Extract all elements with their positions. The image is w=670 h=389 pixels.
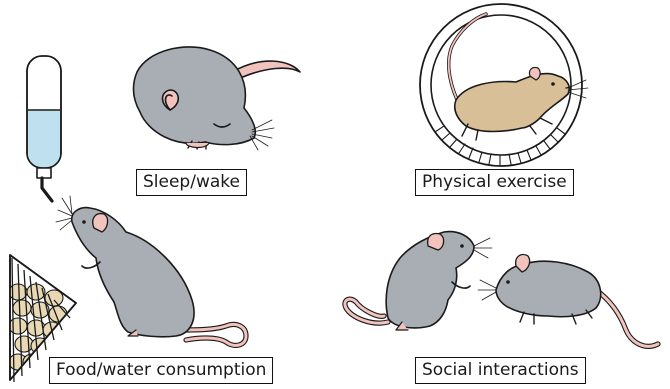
sleep-wake-label: Sleep/wake — [136, 169, 247, 196]
mouse-icon — [56, 196, 246, 345]
mouse-icon — [478, 254, 658, 346]
water-bottle-icon — [27, 56, 61, 201]
mouse-icon — [345, 232, 492, 330]
sleeping-mouse-icon — [134, 47, 300, 150]
exercise-wheel-icon — [420, 4, 588, 166]
physical-exercise-label: Physical exercise — [415, 169, 574, 196]
food-water-consumption-label: Food/water consumption — [49, 357, 273, 384]
social-interactions-label: Social interactions — [415, 357, 586, 384]
